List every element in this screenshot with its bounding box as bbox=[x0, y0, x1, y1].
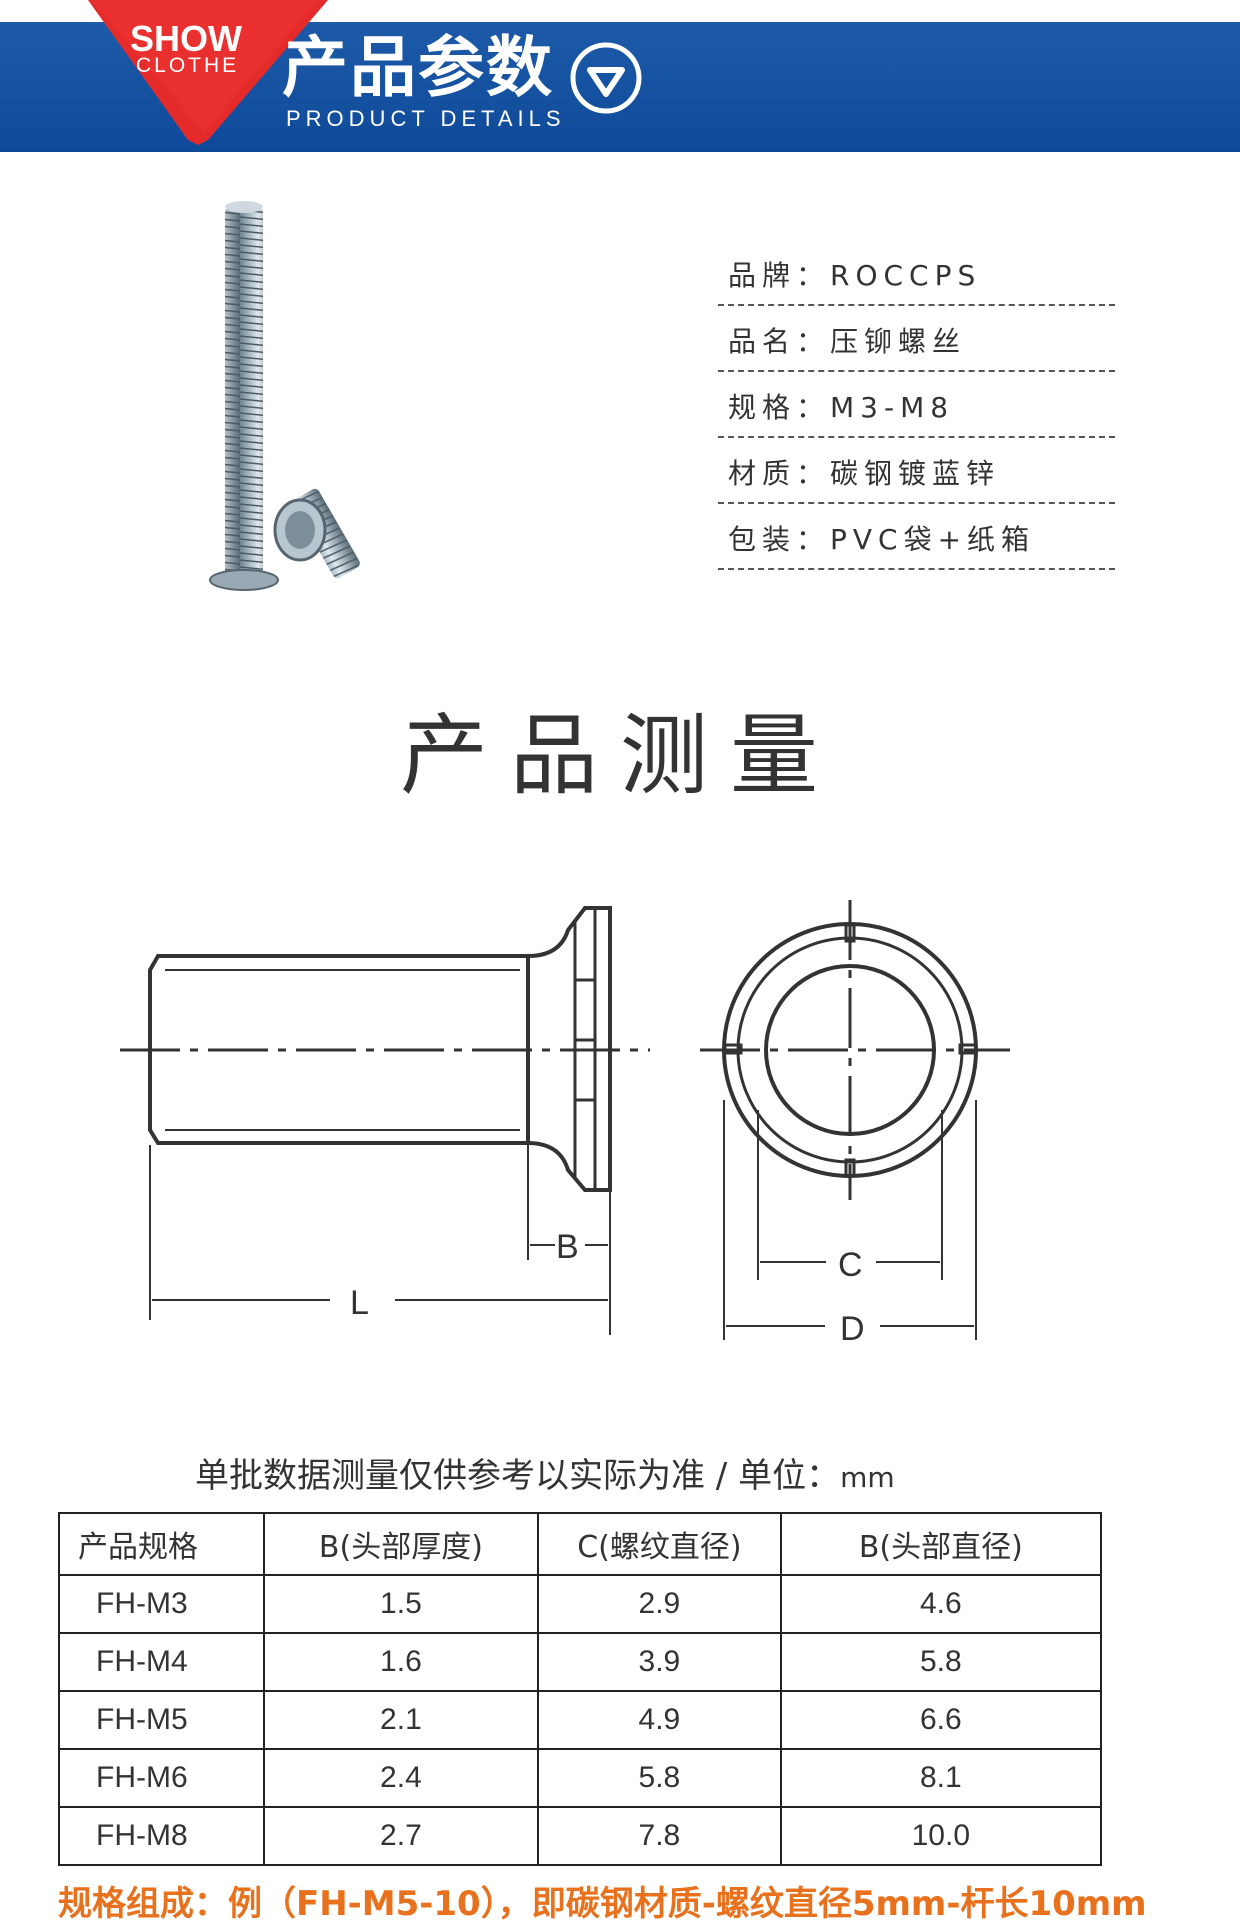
table-cell: 2.4 bbox=[262, 1748, 540, 1808]
table-caption: 单批数据测量仅供参考以实际为准 / 单位：mm bbox=[195, 1456, 895, 1496]
table-cell: 5.8 bbox=[537, 1748, 782, 1808]
table-cell: 3.9 bbox=[537, 1632, 782, 1692]
table-cell: FH-M3 bbox=[58, 1574, 265, 1634]
badge-line2: CLOTHE bbox=[136, 54, 240, 77]
product-photo bbox=[209, 201, 360, 591]
table-cell: 6.6 bbox=[779, 1690, 1103, 1750]
label-l: L bbox=[350, 1284, 369, 1322]
section-title: 产品测量 bbox=[399, 704, 840, 807]
banner-subtitle: PRODUCT DETAILS bbox=[286, 106, 566, 131]
table-row: FH-M3 1.5 2.9 4.6 bbox=[58, 1574, 1103, 1634]
chevron-down-circle-icon bbox=[570, 42, 642, 114]
table-cell: 5.8 bbox=[779, 1632, 1103, 1692]
badge-line1: SHOW bbox=[130, 18, 242, 59]
label-b: B bbox=[556, 1228, 579, 1266]
table-cell: 2.1 bbox=[262, 1690, 540, 1750]
table-row: FH-M4 1.6 3.9 5.8 bbox=[58, 1632, 1103, 1692]
label-d: D bbox=[840, 1310, 865, 1348]
table-header-row: 产品规格 B(头部厚度) C(螺纹直径) B(头部直径) bbox=[58, 1512, 1103, 1576]
table-cell: 7.8 bbox=[537, 1806, 782, 1866]
measurement-diagram: B L C D bbox=[120, 900, 1010, 1348]
table-cell: 10.0 bbox=[779, 1806, 1103, 1866]
spec-size: 规格：M3-M8 bbox=[718, 372, 1115, 438]
spec-product-name: 品名：压铆螺丝 bbox=[718, 306, 1115, 372]
table-cell: FH-M4 bbox=[58, 1632, 265, 1692]
table-cell: 8.1 bbox=[779, 1748, 1103, 1808]
banner-title: 产品参数 bbox=[282, 29, 554, 106]
label-c: C bbox=[838, 1246, 863, 1284]
spec-footnote: 规格组成：例（FH-M5-10），即碳钢材质-螺纹直径5mm-杆长10mm bbox=[58, 1884, 1147, 1924]
table-cell: 1.6 bbox=[262, 1632, 540, 1692]
table-row: FH-M5 2.1 4.9 6.6 bbox=[58, 1690, 1103, 1750]
header-cell: B(头部厚度) bbox=[262, 1512, 540, 1576]
header-cell: B(头部直径) bbox=[779, 1512, 1103, 1576]
spec-brand: 品牌：ROCCPS bbox=[718, 240, 1115, 306]
table-row: FH-M8 2.7 7.8 10.0 bbox=[58, 1806, 1103, 1866]
table-cell: FH-M5 bbox=[58, 1690, 265, 1750]
spec-packaging: 包装：PVC袋+纸箱 bbox=[718, 504, 1115, 570]
header-cell: C(螺纹直径) bbox=[537, 1512, 782, 1576]
table-cell: 1.5 bbox=[262, 1574, 540, 1634]
table-cell: FH-M8 bbox=[58, 1806, 265, 1866]
spec-table: 产品规格 B(头部厚度) C(螺纹直径) B(头部直径) FH-M3 1.5 2… bbox=[58, 1512, 1103, 1866]
header-cell: 产品规格 bbox=[58, 1512, 265, 1576]
table-cell: 2.9 bbox=[537, 1574, 782, 1634]
brand-badge bbox=[88, 0, 328, 145]
table-cell: FH-M6 bbox=[58, 1748, 265, 1808]
spec-list: 品牌：ROCCPS 品名：压铆螺丝 规格：M3-M8 材质：碳钢镀蓝锌 包装：P… bbox=[718, 240, 1115, 570]
spec-material: 材质：碳钢镀蓝锌 bbox=[718, 438, 1115, 504]
table-cell: 4.6 bbox=[779, 1574, 1103, 1634]
table-row: FH-M6 2.4 5.8 8.1 bbox=[58, 1748, 1103, 1808]
table-cell: 2.7 bbox=[262, 1806, 540, 1866]
table-cell: 4.9 bbox=[537, 1690, 782, 1750]
